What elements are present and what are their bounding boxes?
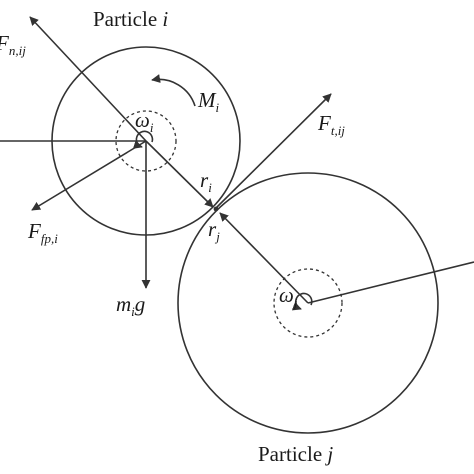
radius-j-label: rj (208, 217, 220, 244)
particle-i-title: Particle i (93, 7, 168, 31)
omega-i-arrow (132, 130, 154, 149)
fluid-force-arrow (31, 140, 147, 211)
fluid-force-label: Ffp,i (27, 219, 58, 246)
contact-point (213, 206, 219, 212)
particle-j-rotation-circle (273, 268, 343, 338)
particle-j-circle (177, 172, 439, 434)
omega-j-label: ωj (279, 283, 298, 310)
radius-i-label: ri (200, 168, 212, 195)
moment-arc (151, 74, 196, 107)
particle-j-title: Particle j (258, 442, 333, 466)
particle-i-rotation-circle (115, 110, 177, 172)
normal-force-arrow (29, 16, 147, 142)
particle-j-right-line (307, 261, 474, 304)
tangential-force-label: Ft,ij (317, 111, 345, 138)
omega-i-label: ωi (135, 108, 154, 135)
tangential-force-arrow (215, 93, 332, 209)
omega-j-arrow (291, 292, 313, 311)
radius-i-arrow (145, 140, 214, 208)
normal-force-label: Fn,ij (0, 31, 26, 58)
gravity-label: mig (116, 292, 145, 319)
radius-j-arrow (219, 212, 309, 304)
moment-label: Mi (197, 88, 220, 115)
